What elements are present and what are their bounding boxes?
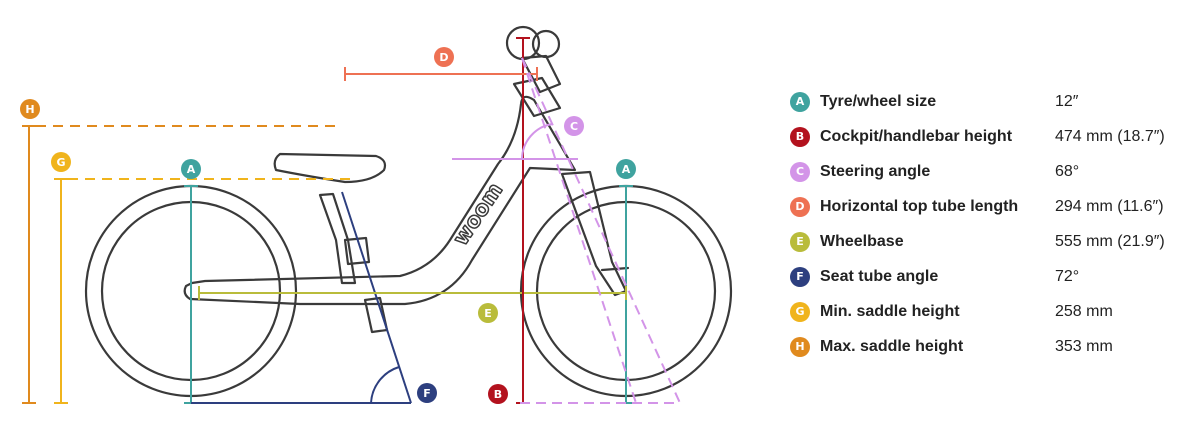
geometry-legend: A Tyre/wheel size 12″ B Cockpit/handleba… xyxy=(788,90,1196,370)
dimension-C-steering-angle xyxy=(452,57,681,404)
svg-text:B: B xyxy=(494,388,502,401)
badge-C: C xyxy=(564,116,584,136)
legend-badge-G: G xyxy=(790,302,810,322)
dimension-F-seat-tube-angle xyxy=(191,191,412,404)
legend-item-seat-tube-angle: F Seat tube angle 72° xyxy=(788,265,1196,300)
legend-badge-H: H xyxy=(790,337,810,357)
legend-value: 68° xyxy=(1055,163,1080,180)
legend-item-tyre-wheel-size: A Tyre/wheel size 12″ xyxy=(788,90,1196,125)
svg-text:C: C xyxy=(570,120,578,133)
seat-post-clamp xyxy=(343,236,371,266)
legend-badge-C: C xyxy=(790,162,810,182)
badge-E: E xyxy=(478,303,498,323)
badge-G: G xyxy=(51,152,71,172)
legend-label: Horizontal top tube length xyxy=(820,198,1019,215)
bike-outline: woom xyxy=(84,25,733,398)
legend-item-wheelbase: E Wheelbase 555 mm (21.9″) xyxy=(788,230,1196,265)
dimension-H-max-saddle-height xyxy=(22,125,340,404)
legend-badge-D: D xyxy=(790,197,810,217)
badge-F: F xyxy=(417,383,437,403)
legend-value: 258 mm xyxy=(1055,303,1113,320)
fork-axle-bolt xyxy=(600,266,630,272)
legend-badge-E: E xyxy=(790,232,810,252)
badge-A-front: A xyxy=(616,159,636,179)
legend-label: Max. saddle height xyxy=(820,338,964,355)
handlebar-grip-outer xyxy=(531,29,561,59)
seat-post xyxy=(318,192,357,285)
legend-item-top-tube-length: D Horizontal top tube length 294 mm (11.… xyxy=(788,195,1196,230)
svg-text:A: A xyxy=(187,163,196,176)
legend-value: 294 mm (11.6″) xyxy=(1055,198,1164,215)
dimension-B-handlebar-height xyxy=(516,37,530,404)
legend-item-min-saddle-height: G Min. saddle height 258 mm xyxy=(788,300,1196,335)
legend-value: 555 mm (21.9″) xyxy=(1055,233,1165,250)
legend-label: Seat tube angle xyxy=(820,268,939,285)
legend-badge-F: F xyxy=(790,267,810,287)
legend-label: Cockpit/handlebar height xyxy=(820,128,1013,145)
legend-value: 12″ xyxy=(1055,93,1079,110)
svg-text:F: F xyxy=(423,387,431,400)
bike-frame xyxy=(183,95,577,306)
legend-item-steering-angle: C Steering angle 68° xyxy=(788,160,1196,195)
bike-logo: woom xyxy=(448,178,507,250)
badge-D: D xyxy=(434,47,454,67)
legend-item-max-saddle-height: H Max. saddle height 353 mm xyxy=(788,335,1196,370)
svg-text:E: E xyxy=(484,307,492,320)
svg-text:G: G xyxy=(56,156,65,169)
legend-value: 474 mm (18.7″) xyxy=(1055,128,1165,145)
svg-text:D: D xyxy=(439,51,448,64)
dimension-D-top-tube-length xyxy=(344,67,538,81)
legend-label: Steering angle xyxy=(820,163,931,180)
legend-label: Min. saddle height xyxy=(820,303,960,320)
bike-geometry-diagram: woom xyxy=(20,25,733,404)
svg-text:A: A xyxy=(622,163,631,176)
legend-item-handlebar-height: B Cockpit/handlebar height 474 mm (18.7″… xyxy=(788,125,1196,160)
dimension-G-min-saddle-height xyxy=(54,178,350,404)
badge-A-rear: A xyxy=(181,159,201,179)
dimension-E-wheelbase xyxy=(198,286,627,300)
badge-B: B xyxy=(488,384,508,404)
legend-value: 72° xyxy=(1055,268,1080,285)
saddle xyxy=(273,152,387,184)
svg-text:H: H xyxy=(25,103,34,116)
legend-badge-A: A xyxy=(790,92,810,112)
legend-badge-B: B xyxy=(790,127,810,147)
badge-H: H xyxy=(20,99,40,119)
legend-value: 353 mm xyxy=(1055,338,1113,355)
legend-label: Tyre/wheel size xyxy=(820,93,937,110)
legend-label: Wheelbase xyxy=(820,233,904,250)
